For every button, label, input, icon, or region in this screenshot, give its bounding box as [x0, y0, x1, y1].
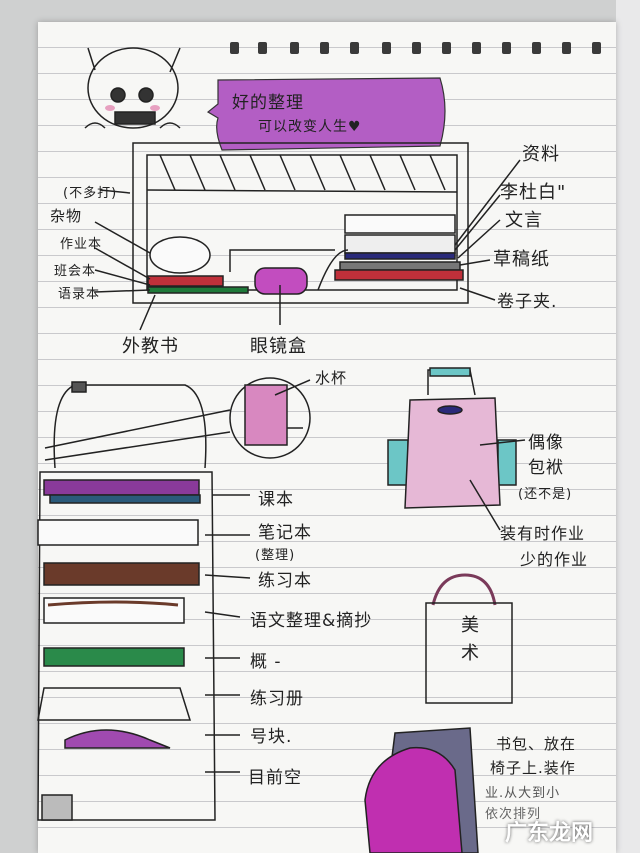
label-ziliao: 资料 [522, 144, 560, 165]
label-juanzijia: 卷子夹. [497, 292, 558, 312]
label-shuibei: 水杯 [315, 369, 348, 387]
spiral-hole [412, 42, 421, 54]
watermark: 广东龙网 [505, 821, 594, 846]
schoolbag-note-4: 依次排列 [485, 807, 542, 822]
desk-drawing [94, 142, 521, 331]
spiral-hole [532, 42, 541, 54]
spiral-hole [592, 42, 601, 54]
spiral-hole [290, 42, 299, 54]
backpack-layers-drawing [37, 377, 311, 821]
schoolbag-note-2: 椅子上.装作 [490, 759, 576, 777]
spiral-hole [472, 42, 481, 54]
label-wenyan: 文言 [505, 210, 543, 231]
spiral-hole [258, 42, 267, 54]
spiral-hole [442, 42, 451, 54]
bubble-line-2: 可以改变人生♥ [258, 119, 362, 135]
schoolbag-note-1: 书包、放在 [496, 735, 577, 753]
label-keben: 课本 [258, 490, 294, 510]
label-bijiben: 笔记本 [258, 523, 312, 543]
label-gainian: 概 - [250, 652, 282, 672]
spiral-hole [502, 42, 511, 54]
spiral-hole [382, 42, 391, 54]
label-idol-2: 包袱 [528, 458, 564, 478]
schoolbag-note-3: 业.从大到小 [485, 786, 561, 801]
label-yanjinghe: 眼镜盒 [250, 336, 307, 357]
label-banhuiben: 班会本 [54, 264, 97, 279]
bubble-line-1: 好的整理 [232, 93, 304, 113]
label-muqiankong: 目前空 [248, 768, 302, 788]
label-idol-1: 偶像 [528, 433, 564, 453]
spiral-hole [562, 42, 571, 54]
label-lidubai: 李杜白" [500, 182, 567, 203]
label-lianxiben: 练习本 [258, 571, 312, 591]
label-idol-note-1: 装有时作业 [500, 524, 586, 543]
background-surface [616, 0, 640, 853]
label-caogaozhi: 草稿纸 [493, 249, 550, 270]
label-waijiaoshu: 外教书 [122, 336, 179, 357]
label-lianxice: 练习册 [250, 689, 304, 709]
cat-girl-drawing [84, 47, 181, 129]
label-yuwen: 语文整理&摘抄 [250, 611, 373, 631]
label-haokuai: 号块. [250, 727, 293, 747]
art-bag-drawing [425, 573, 513, 704]
label-art: 美术 [458, 615, 479, 671]
label-idol-note-2: 少的作业 [520, 550, 589, 569]
schoolbag-drawing [364, 727, 479, 853]
label-zawu: 杂物 [50, 207, 83, 225]
label-buduoda: (不多打) [63, 186, 118, 201]
speech-bubble [206, 77, 446, 151]
spiral-hole [230, 42, 239, 54]
label-zhengli: (整理) [255, 548, 296, 563]
idol-bag-drawing [387, 367, 526, 531]
label-yuluben: 语录本 [58, 287, 101, 302]
label-idol-3: (还不是) [518, 487, 573, 502]
label-zuoyeben: 作业本 [60, 237, 103, 252]
spiral-hole [350, 42, 359, 54]
spiral-hole [320, 42, 329, 54]
